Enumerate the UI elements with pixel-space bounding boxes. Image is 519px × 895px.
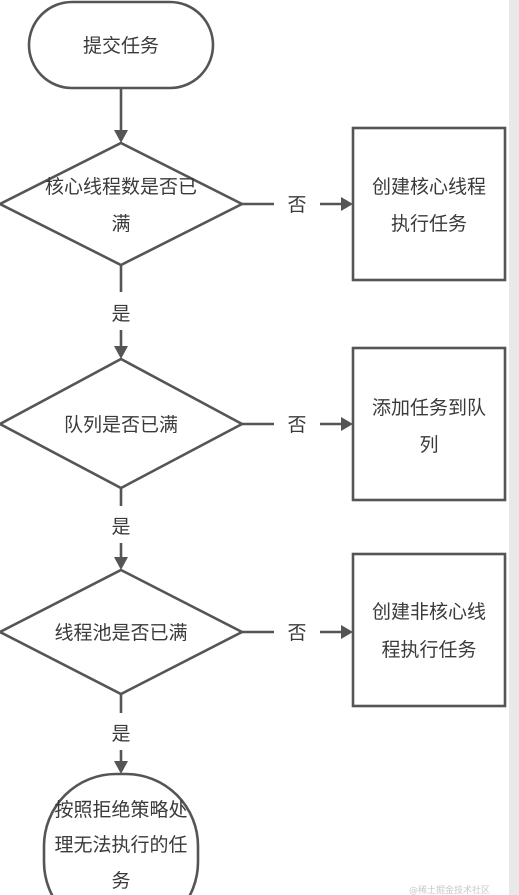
decision-label-line: 核心线程数是否已 bbox=[45, 176, 197, 198]
arrow-right-icon bbox=[341, 197, 353, 211]
action-label-line: 程执行任务 bbox=[381, 639, 476, 661]
decision-label-line: 满 bbox=[111, 213, 130, 235]
decision-label-line: 线程池是否已满 bbox=[54, 622, 187, 644]
edge-strip bbox=[509, 0, 519, 895]
arrow-down-icon bbox=[114, 346, 128, 359]
decision-label-line: 队列是否已满 bbox=[64, 414, 178, 436]
action-label-line: 执行任务 bbox=[391, 213, 467, 235]
action-add-to-queue: 添加任务到队 列 bbox=[351, 346, 507, 502]
no-label: 否 bbox=[287, 194, 306, 216]
arrow-right-icon bbox=[341, 625, 353, 639]
watermark: @稀土掘金技术社区 bbox=[409, 884, 490, 895]
action-label-line: 创建核心线程 bbox=[372, 176, 486, 198]
no-label: 否 bbox=[287, 414, 306, 436]
start-label: 提交任务 bbox=[83, 35, 159, 57]
decision-queue-full: 队列是否已满 bbox=[0, 357, 245, 490]
end-node-reject-policy: 按照拒绝策略处 理无法执行的任 务 bbox=[42, 772, 200, 895]
action-create-core-thread: 创建核心线程 执行任务 bbox=[351, 126, 507, 282]
end-label-line: 务 bbox=[111, 870, 130, 892]
arrow-right-icon bbox=[341, 417, 353, 431]
decision-core-threads-full: 核心线程数是否已 满 bbox=[0, 141, 245, 267]
action-label-line: 创建非核心线 bbox=[372, 601, 486, 623]
yes-label: 是 bbox=[111, 303, 130, 325]
yes-label: 是 bbox=[111, 723, 130, 745]
no-label: 否 bbox=[287, 622, 306, 644]
arrow-down-icon bbox=[114, 130, 128, 143]
action-label-line: 列 bbox=[419, 434, 438, 456]
start-node: 提交任务 bbox=[27, 0, 215, 90]
arrow-down-icon bbox=[114, 761, 128, 774]
end-label-line: 按照拒绝策略处 bbox=[54, 799, 187, 821]
arrow-down-icon bbox=[114, 557, 128, 570]
action-label-line: 添加任务到队 bbox=[372, 397, 486, 419]
decision-pool-full: 线程池是否已满 bbox=[0, 568, 245, 696]
action-create-noncore-thread: 创建非核心线 程执行任务 bbox=[351, 552, 507, 708]
yes-label: 是 bbox=[111, 516, 130, 538]
end-label-line: 理无法执行的任 bbox=[54, 834, 187, 856]
